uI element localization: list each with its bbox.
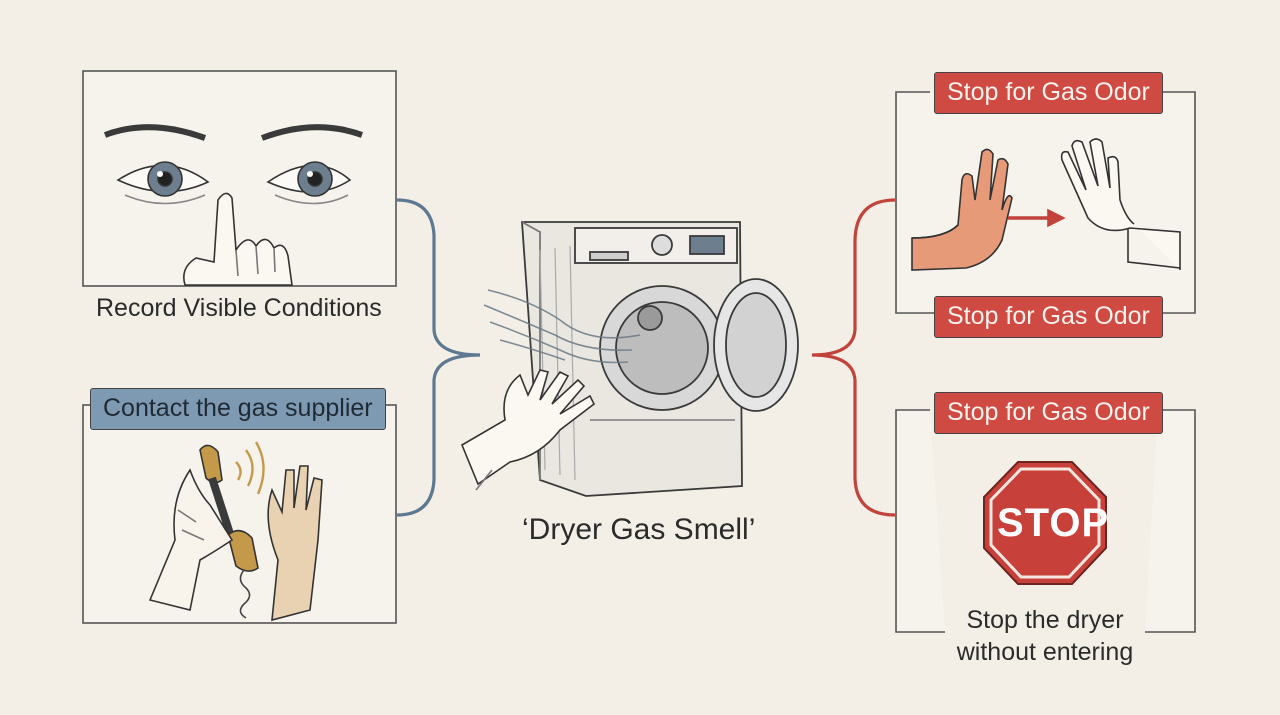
stop-sign-text: STOP	[997, 501, 1110, 545]
stop-for-gas-odor-tag-middle: Stop for Gas Odor	[934, 296, 1163, 338]
stop-sign-icon	[983, 461, 1107, 585]
center-title: ‘Dryer Gas Smell’	[522, 513, 756, 546]
panel-hands	[895, 91, 1196, 314]
phone-hands-icon	[148, 441, 323, 622]
stop-for-gas-odor-tag-bottom: Stop for Gas Odor	[934, 392, 1163, 434]
stop-dryer-caption-line1: Stop the dryer	[966, 606, 1124, 634]
stop-dryer-caption-line2: without entering	[956, 638, 1134, 666]
panel-stop	[895, 409, 1196, 633]
contact-gas-supplier-tag: Contact the gas supplier	[90, 388, 386, 430]
stop-for-gas-odor-tag-top: Stop for Gas Odor	[934, 72, 1163, 114]
dryer-icon	[521, 221, 799, 497]
panel-phone	[82, 404, 397, 624]
stop-dryer-caption: Stop the dryer without entering	[940, 604, 1150, 668]
sniffing-hand-icon	[460, 369, 596, 491]
gas-fumes-icon	[483, 289, 641, 364]
connector-right-brace	[811, 198, 896, 517]
eyes-icon	[103, 124, 364, 286]
stop-hands-icon	[911, 138, 1181, 271]
connector-left-brace	[396, 198, 481, 517]
record-visible-conditions-label: Record Visible Conditions	[96, 294, 382, 322]
